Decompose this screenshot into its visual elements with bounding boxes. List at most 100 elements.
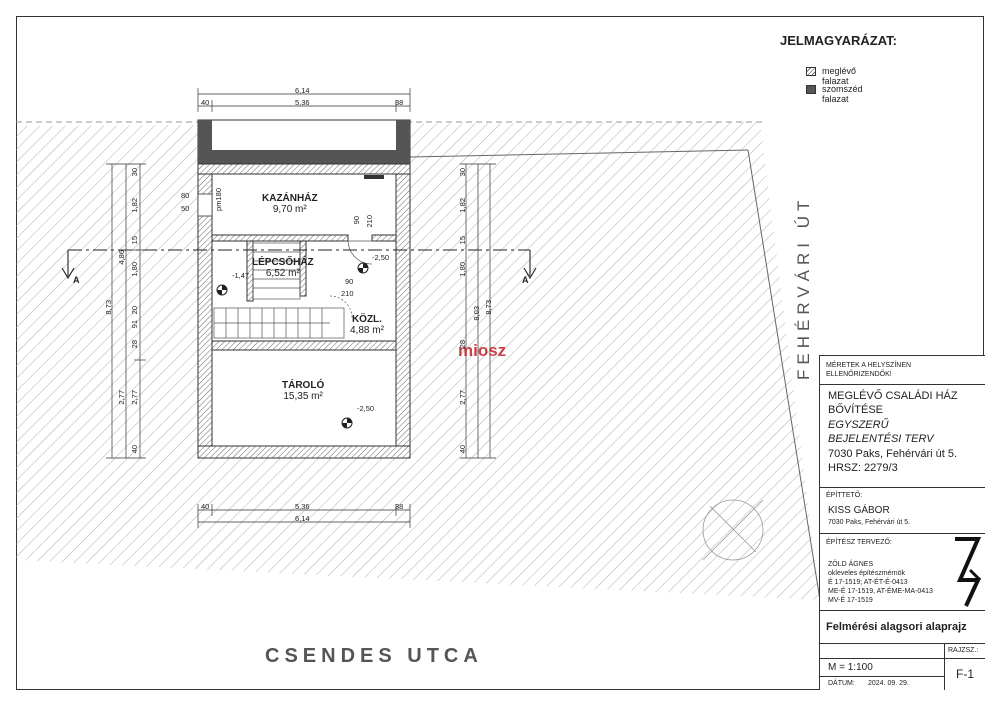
plan-type-1: EGYSZERŰ: [828, 419, 889, 431]
dim-right-chain: 15: [458, 236, 467, 245]
dim-right-chain: 2,77: [458, 390, 467, 405]
dim-bot-inner: 5,36: [295, 502, 310, 511]
date-label: DÁTUM:: [828, 680, 855, 687]
dim-bot-right: 38: [395, 502, 404, 511]
section-mark-left: A: [73, 275, 80, 285]
level-label: -2,50: [372, 253, 390, 262]
existing-walls: [197, 163, 411, 459]
drawing-title-cell: Felmérési alagsori alaprajz: [820, 611, 985, 644]
dim-top-total: 6,14: [295, 86, 310, 95]
dim-bot-total: 6,14: [295, 514, 310, 523]
legend-label: meglévő falazat: [822, 66, 857, 86]
drawing-number: F-1: [956, 667, 974, 681]
window-height: 50: [181, 204, 190, 213]
plan-type-2: BEJELENTÉSI TERV: [828, 433, 934, 445]
date: 2024. 09. 29.: [868, 680, 909, 687]
hatched-swatch: [806, 67, 816, 76]
architect-cell: ÉPÍTÉSZ TERVEZŐ: ZÖLD ÁGNES okleveles ép…: [820, 534, 985, 611]
project-title-1: MEGLÉVŐ CSALÁDI HÁZ: [828, 390, 958, 402]
dim-right-total: 8,73: [484, 300, 493, 315]
dim-top-right: 38: [395, 98, 404, 107]
window-width: 80: [181, 191, 190, 200]
dim-right-inner: 8,03: [472, 306, 481, 321]
project-cell: MEGLÉVŐ CSALÁDI HÁZ BŐVÍTÉSE EGYSZERŰ BE…: [820, 385, 985, 488]
drawing-title: Felmérési alagsori alaprajz: [826, 621, 967, 633]
dim-left-chain: 20: [130, 306, 139, 315]
scale: M = 1:100: [828, 662, 873, 673]
dim-right-chain: 1,82: [458, 198, 467, 213]
room-area: 15,35 m²: [283, 391, 323, 402]
dim-top-inner: 5,36: [295, 98, 310, 107]
builder-address: 7030 Paks, Fehérvári út 5.: [828, 519, 911, 526]
room-area: 9,70 m²: [272, 204, 307, 215]
dim-left-chain: 28: [130, 340, 139, 349]
street-label-bottom: CSENDES UTCA: [265, 645, 483, 667]
solid-swatch: [806, 85, 816, 94]
section-mark-right: A: [522, 275, 529, 285]
dim-left-chain: 2,77: [130, 390, 139, 405]
street-label-right: FEHÉRVÁRI ÚT: [794, 195, 813, 380]
architect-license: ME-É 17-1519, AT-ÉME-MA-0413: [828, 588, 933, 595]
check-note: MÉRETEK A HELYSZÍNEN ELLENŐRIZENDŐK!: [826, 362, 912, 378]
dim-left-chain: 15: [130, 236, 139, 245]
level-label: -2,50: [357, 404, 375, 413]
builder-cell: ÉPÍTTETŐ: KISS GÁBOR 7030 Paks, Fehérvár…: [820, 488, 985, 534]
architect-title: okleveles építészmérnök: [828, 570, 906, 577]
drawing-number-label: RAJZSZ.:: [948, 647, 979, 654]
dim-left-lower: 2,77: [117, 390, 126, 405]
plot-line-right: [747, 149, 821, 601]
room-area: 6,52 m²: [265, 268, 300, 279]
room-kazanhaz: KAZÁNHÁZ 9,70 m²: [262, 193, 318, 215]
architect-license: MV-É 17-1519: [828, 597, 873, 604]
project-address: 7030 Paks, Fehérvári út 5.: [828, 448, 958, 460]
legend-label: szomszéd falazat: [822, 84, 863, 104]
builder-label: ÉPÍTTETŐ:: [826, 492, 863, 499]
room-name: LÉPCSŐHÁZ: [252, 257, 314, 268]
architect-license: É 17-1519; AT-ÉT-É-0413: [828, 579, 908, 586]
level-label: -1,47: [232, 271, 250, 280]
room-tarolo: TÁROLÓ 15,35 m²: [282, 380, 324, 402]
room-lepcsohaz: LÉPCSŐHÁZ 6,52 m²: [252, 257, 314, 279]
door-width: 90: [352, 216, 361, 225]
watermark-logo: miosz: [458, 341, 507, 360]
room-kozl: KÖZL. 4,88 m²: [350, 314, 384, 336]
project-hrsz: HRSZ: 2279/3: [828, 462, 898, 474]
check-note-cell: MÉRETEK A HELYSZÍNEN ELLENŐRIZENDŐK!: [820, 355, 985, 385]
basement-footprint: [198, 162, 410, 458]
door-height: 210: [365, 215, 374, 228]
dim-left-chain: 40: [130, 445, 139, 454]
architect-name: ZÖLD ÁGNES: [828, 561, 874, 568]
dim-left-chain: 30: [130, 168, 139, 177]
room-name: TÁROLÓ: [282, 380, 325, 391]
ground-hatch: [16, 122, 820, 600]
dim-left-upper: 4,86: [117, 250, 126, 265]
architect-label: ÉPÍTÉSZ TERVEZŐ:: [826, 539, 892, 546]
dim-right-chain: 30: [458, 168, 467, 177]
title-block: MÉRETEK A HELYSZÍNEN ELLENŐRIZENDŐK! MEG…: [819, 355, 985, 690]
stairs: [213, 242, 345, 339]
door-width: 90: [345, 277, 354, 286]
plot-line-top: [409, 149, 749, 158]
parapet-label: pm180: [214, 188, 223, 211]
north-arrow: [702, 499, 764, 561]
dim-right-chain: 1,80: [458, 262, 467, 277]
dim-right-chain: 40: [458, 445, 467, 454]
scale-cell: RAJZSZ.: M = 1:100 DÁTUM: 2024. 09. 29. …: [820, 644, 985, 690]
dimension-lines: [106, 88, 496, 528]
dim-right-chain: 28: [458, 340, 467, 349]
door-height: 210: [341, 289, 354, 298]
dim-left-chain: 1,82: [130, 198, 139, 213]
legend-title: JELMAGYARÁZAT:: [780, 33, 898, 48]
dim-top-left: 40: [201, 98, 210, 107]
project-title-2: BŐVÍTÉSE: [828, 404, 884, 416]
dim-left-total: 8,73: [104, 300, 113, 315]
dim-bot-left: 40: [201, 502, 210, 511]
builder-name: KISS GÁBOR: [828, 505, 890, 516]
dim-left-chain: 91: [130, 320, 139, 329]
room-name: KÖZL.: [351, 314, 382, 325]
dim-left-chain: 1,80: [130, 262, 139, 277]
architect-logo: [955, 537, 982, 607]
room-area: 4,88 m²: [350, 325, 384, 336]
room-name: KAZÁNHÁZ: [262, 193, 318, 204]
